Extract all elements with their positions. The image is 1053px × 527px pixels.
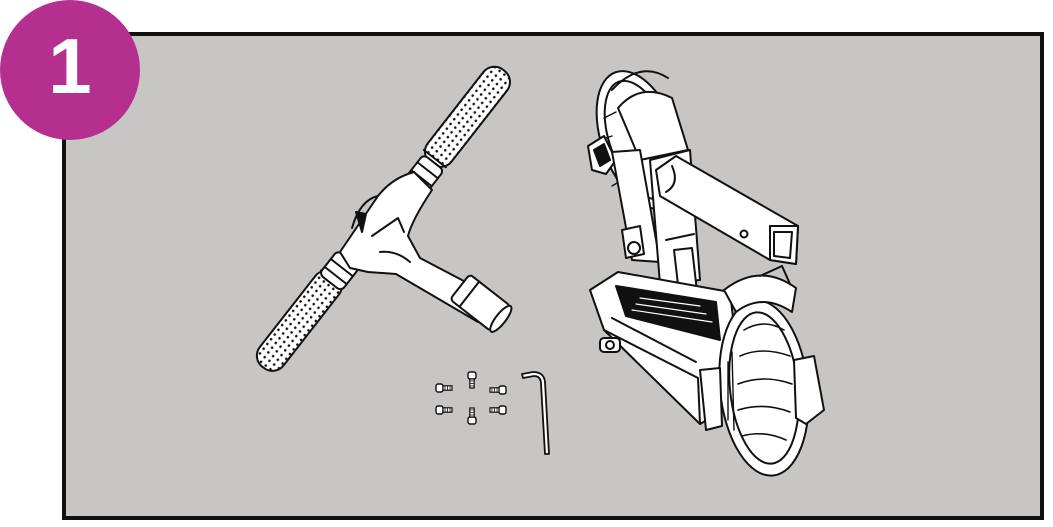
step-number: 1 bbox=[48, 22, 92, 110]
step-number-badge: 1 bbox=[0, 0, 140, 140]
screw bbox=[435, 405, 453, 415]
rear-wheel bbox=[718, 299, 810, 477]
deck-grip-pattern bbox=[615, 285, 721, 341]
folded-scooter bbox=[587, 70, 825, 477]
screw bbox=[467, 371, 477, 389]
screw bbox=[489, 385, 507, 395]
screw bbox=[489, 405, 507, 415]
panel-background bbox=[66, 36, 1040, 516]
screw bbox=[467, 407, 477, 425]
handlebar-assembly bbox=[255, 65, 513, 372]
screw bbox=[435, 383, 453, 393]
diagram-panel bbox=[62, 32, 1044, 520]
allen-key bbox=[521, 371, 550, 455]
kickstand bbox=[599, 337, 621, 353]
